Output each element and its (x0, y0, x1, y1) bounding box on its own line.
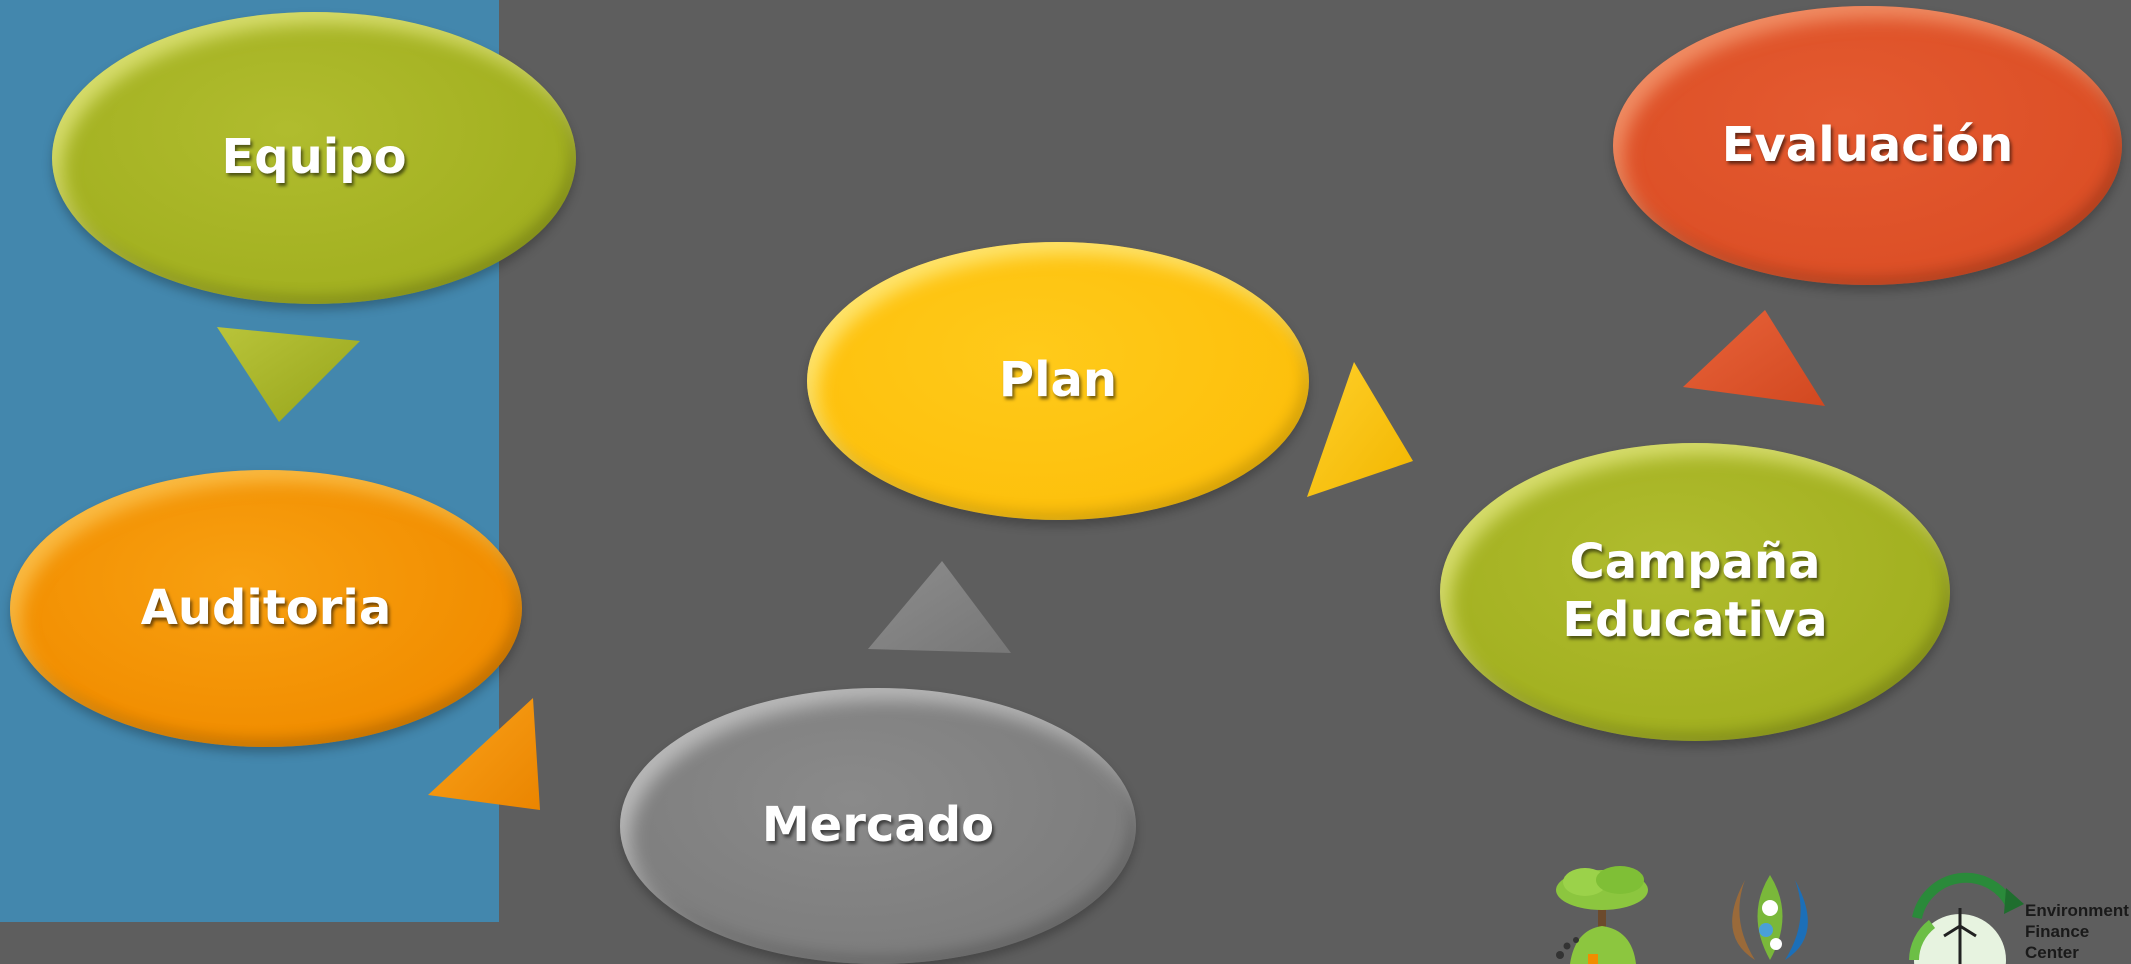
node-label: Mercado (761, 797, 995, 854)
efc-logo-text: Environment Finance Center (2025, 900, 2129, 963)
node-campana-educativa: Campaña Educativa (1440, 443, 1950, 741)
efc-line-1: Environment (2025, 901, 2129, 920)
arrow-mercado-to-plan (868, 561, 1011, 653)
node-plan: Plan (807, 242, 1309, 520)
node-label-line2: Educativa (1562, 592, 1828, 648)
node-equipo: Equipo (52, 12, 576, 304)
logos-strip: Environment Finance Center (1540, 860, 2131, 964)
efc-line-3: Center (2025, 943, 2079, 962)
node-label: Evaluación (1721, 116, 2014, 173)
efc-line-2: Finance (2025, 922, 2090, 941)
node-evaluacion: Evaluación (1613, 6, 2122, 285)
node-label: Equipo (221, 129, 407, 186)
leaf-logo-icon (1732, 875, 1808, 960)
node-label: Auditoria (140, 579, 392, 636)
arrow-plan-to-campana (1307, 362, 1413, 497)
arrow-campana-to-evaluacion (1683, 310, 1825, 406)
node-label: Plan (998, 352, 1118, 409)
arrow-equipo-to-auditoria (217, 327, 360, 422)
node-auditoria: Auditoria (10, 470, 522, 747)
node-label-line1: Campaña (1569, 534, 1821, 591)
arrow-auditoria-to-mercado (428, 698, 540, 810)
node-mercado: Mercado (620, 688, 1136, 964)
tree-logo-icon (1556, 866, 1648, 964)
environment-finance-center-logo-icon (1909, 872, 2024, 964)
